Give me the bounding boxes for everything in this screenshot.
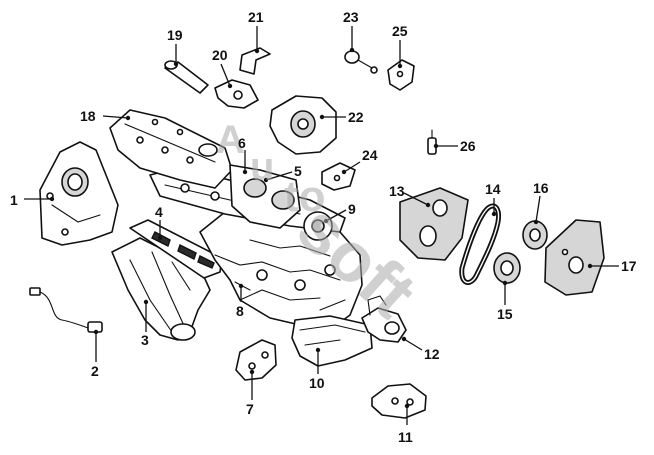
part-manifold-gasket: [129, 219, 223, 279]
callout-25: 25: [392, 23, 408, 39]
part-lower-bracket: [371, 383, 427, 419]
part-small-bracket: [321, 162, 356, 191]
callout-17: 17: [621, 258, 637, 274]
callout-20: 20: [212, 47, 228, 63]
callout-2: 2: [91, 363, 99, 379]
callout-5: 5: [294, 163, 302, 179]
part-timing-cover: [39, 141, 119, 246]
callout-21: 21: [248, 9, 264, 25]
callout-7: 7: [246, 401, 254, 417]
callout-22: 22: [348, 109, 364, 125]
part-plug: [344, 50, 378, 74]
callout-9: 9: [348, 201, 356, 217]
callout-23: 23: [343, 9, 359, 25]
part-elbow-pipe: [239, 47, 271, 75]
callout-26: 26: [460, 138, 476, 154]
callout-4: 4: [155, 204, 163, 220]
callout-6: 6: [238, 135, 246, 151]
part-mount-bracket: [235, 339, 277, 381]
part-oil-pan: [291, 315, 373, 367]
part-gear-lower: [493, 252, 521, 284]
callout-3: 3: [141, 332, 149, 348]
callout-18: 18: [80, 108, 96, 124]
callout-14: 14: [485, 181, 501, 197]
part-oil-pickup: [361, 295, 407, 343]
callout-11: 11: [398, 429, 413, 445]
callout-12: 12: [424, 346, 440, 362]
part-valve-cover: [109, 109, 233, 189]
part-engine-block: [199, 211, 363, 331]
part-sensor: [29, 287, 103, 333]
callout-19: 19: [167, 27, 183, 43]
part-hose: [164, 60, 209, 94]
part-temp-sensor: [427, 129, 437, 155]
part-thermostat-housing: [214, 79, 259, 109]
callout-13: 13: [389, 183, 405, 199]
part-timing-belt: [459, 203, 501, 285]
part-sprocket: [303, 211, 333, 241]
callout-16: 16: [533, 180, 549, 196]
callout-15: 15: [497, 306, 513, 322]
part-front-cover: [399, 187, 469, 261]
callout-8: 8: [236, 303, 244, 319]
part-rear-cover: [544, 219, 605, 296]
part-gear-upper: [522, 220, 548, 250]
callout-24: 24: [362, 147, 378, 163]
leader-lines: [24, 26, 619, 425]
callout-10: 10: [309, 375, 325, 391]
part-camshaft-sprockets: [229, 164, 301, 229]
part-water-pump: [269, 95, 337, 155]
callout-1: 1: [10, 192, 18, 208]
part-sensor-bracket: [387, 59, 415, 91]
